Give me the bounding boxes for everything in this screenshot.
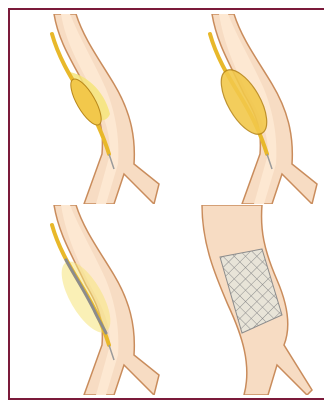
vessel-diagram-3 <box>14 205 164 395</box>
panel-stent-deployment <box>14 205 164 395</box>
vessel-diagram-4 <box>172 205 322 395</box>
panel-stent-expanded <box>172 205 322 395</box>
vessel-diagram-1 <box>14 14 164 204</box>
panel-balloon-positioned <box>14 14 164 204</box>
panel-balloon-inflated <box>172 14 322 204</box>
vessel-diagram-2 <box>172 14 322 204</box>
